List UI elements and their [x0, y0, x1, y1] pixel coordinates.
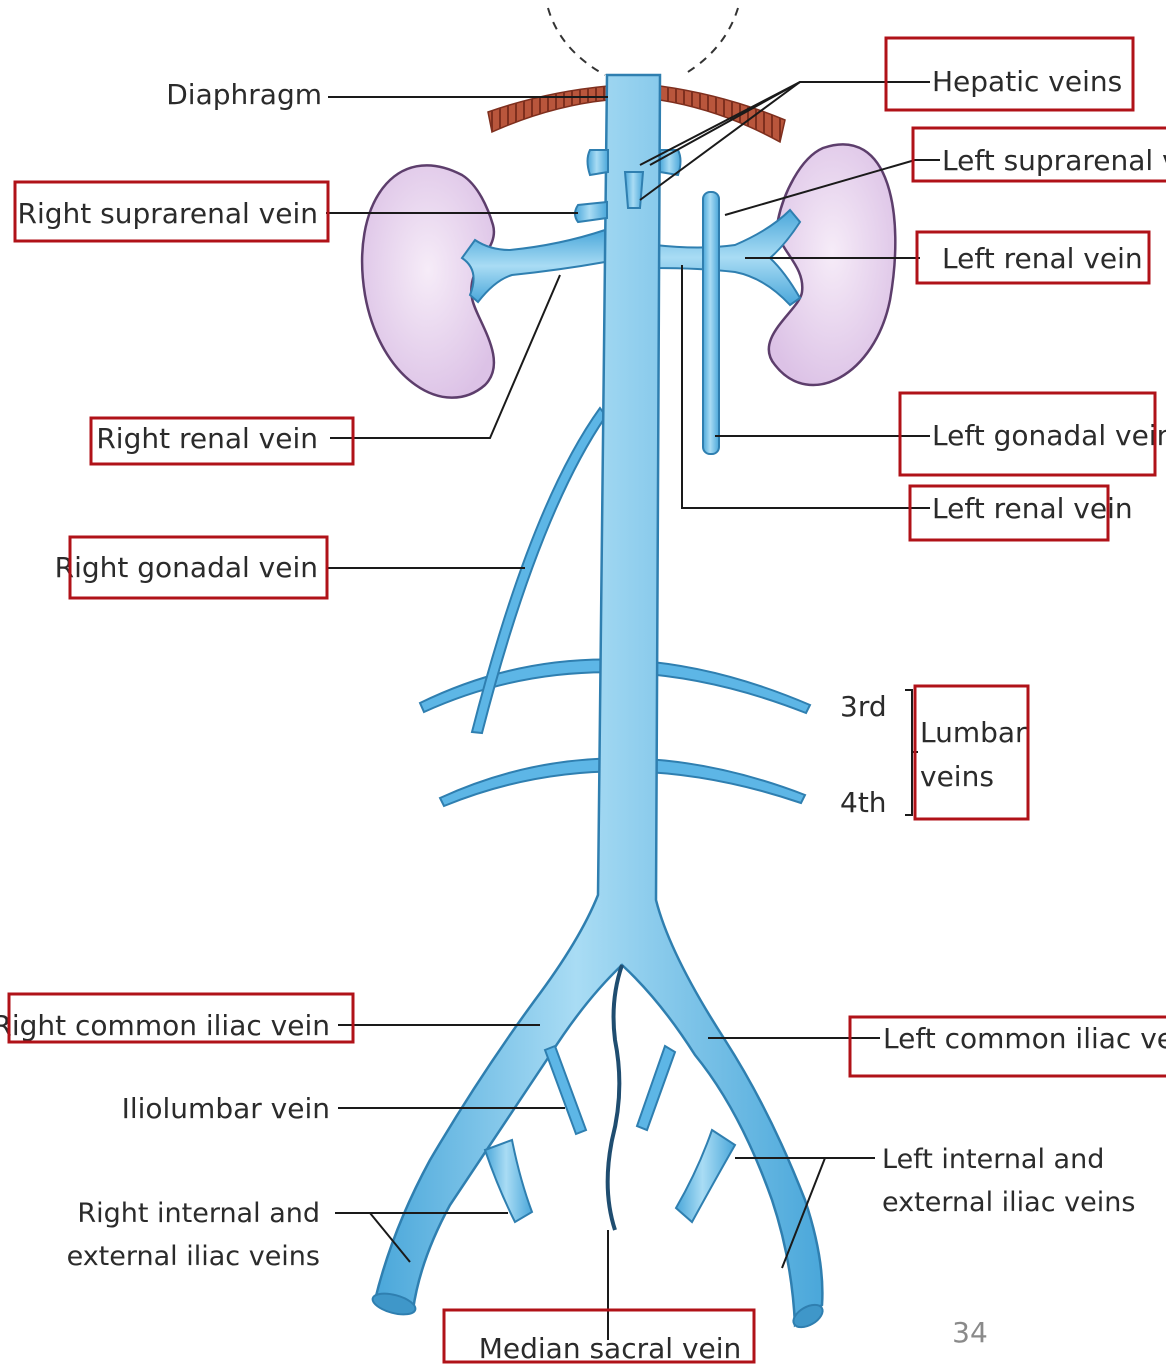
label-left-renal-vein-top: Left renal vein	[942, 242, 1143, 275]
right-internal-iliac-vein	[485, 1140, 532, 1222]
label-lumbar-veins-line2: veins	[920, 760, 994, 793]
label-right-int-ext-iliac-2: external iliac veins	[67, 1241, 320, 1272]
label-left-int-ext-iliac-1: Left internal and	[882, 1144, 1104, 1175]
label-diaphragm: Diaphragm	[166, 78, 322, 111]
left-internal-iliac-vein	[676, 1130, 735, 1222]
label-right-int-ext-iliac-1: Right internal and	[77, 1198, 320, 1229]
label-left-common-iliac-vein: Left common iliac vei	[883, 1022, 1166, 1055]
page-number: 34	[952, 1316, 988, 1349]
label-left-gonadal-vein: Left gonadal vein	[932, 419, 1166, 452]
diaphragm-muscle-left	[660, 86, 785, 142]
label-right-suprarenal-vein: Right suprarenal vein	[18, 197, 318, 230]
heart-outline	[548, 8, 738, 75]
hepatic-vein-middle	[625, 172, 643, 208]
label-iliolumbar-vein: Iliolumbar vein	[122, 1092, 330, 1125]
label-lumbar-veins-line1: Lumbar	[920, 716, 1027, 749]
label-lumbar-4th: 4th	[840, 786, 887, 819]
diaphragm-muscle	[488, 86, 608, 132]
label-right-gonadal-vein: Right gonadal vein	[55, 551, 318, 584]
label-lumbar-3rd: 3rd	[840, 690, 887, 723]
right-gonadal-vein-shape	[472, 408, 606, 733]
right-iliolumbar-vein	[545, 1046, 586, 1134]
label-left-int-ext-iliac-2: external iliac veins	[882, 1187, 1135, 1218]
label-hepatic-veins: Hepatic veins	[932, 65, 1122, 98]
label-left-suprarenal-vein: Left suprarenal ve	[942, 144, 1166, 177]
right-suprarenal-vein-shape	[575, 202, 607, 222]
label-right-renal-vein: Right renal vein	[96, 422, 318, 455]
median-sacral-vein-shape	[608, 965, 622, 1230]
label-right-common-iliac-vein: Right common iliac vein	[0, 1009, 330, 1042]
left-gonadal-vein-shape	[703, 192, 719, 454]
label-median-sacral-vein: Median sacral vein	[479, 1332, 742, 1365]
left-iliolumbar-vein	[637, 1046, 675, 1130]
label-left-renal-vein-lower: Left renal vein	[932, 492, 1133, 525]
highlight-lumbar-veins	[915, 686, 1028, 819]
hepatic-vein-right	[588, 150, 609, 175]
left-kidney	[769, 144, 896, 385]
